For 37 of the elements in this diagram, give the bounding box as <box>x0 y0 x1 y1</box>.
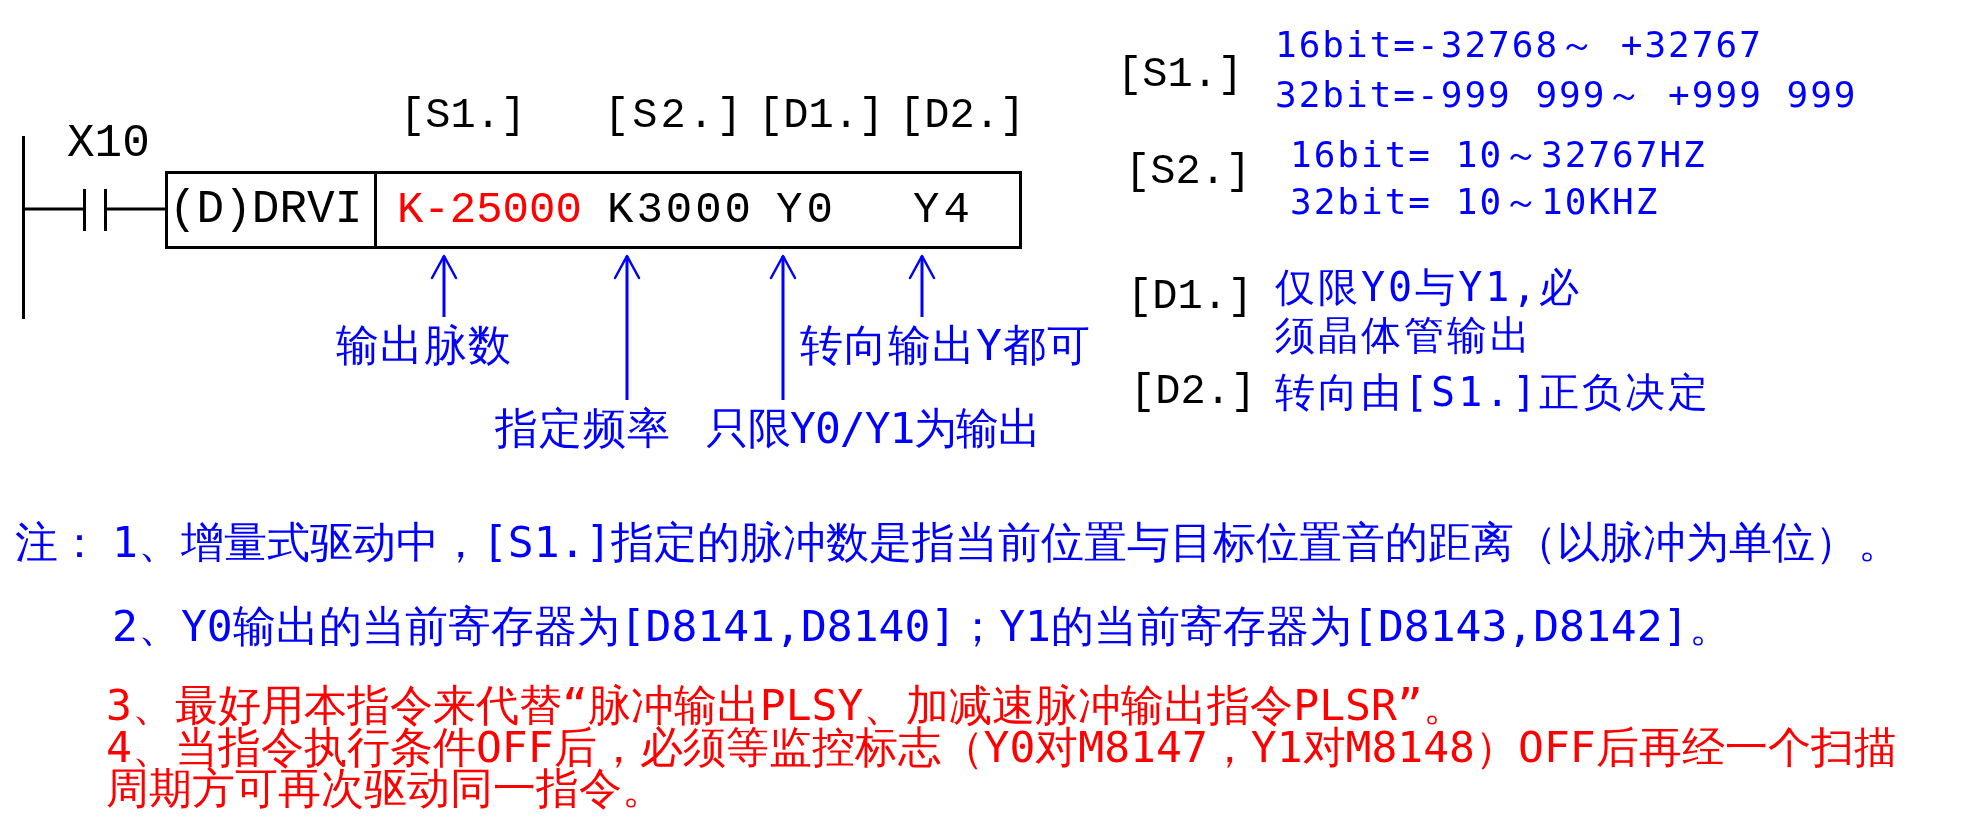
operand-value: Y4 <box>913 174 974 246</box>
instruction-mnemonic: (D)DRVI <box>168 174 377 246</box>
operand-tag: [S1.] <box>400 92 527 140</box>
note-text: 4、当指令执行条件OFF后，必须等监控标志（Y0对M8147，Y1对M8148）OFF后再经一个扫描周期方可再次驱动同一指令。 <box>106 727 1898 809</box>
arrow <box>613 254 641 400</box>
power-rail <box>22 136 25 319</box>
arrow <box>769 254 797 400</box>
contact-label: X10 <box>67 120 150 168</box>
annotation-text: 转向输出Y都可 <box>800 322 1091 368</box>
range-text: 32bit= 10～10KHZ <box>1290 181 1660 223</box>
note-prefix: 注： <box>15 520 101 564</box>
operand-value: Y0 <box>776 174 837 246</box>
note-text: 2、Y0输出的当前寄存器为[D8141,D8140]；Y1的当前寄存器为[D8143,D8142]。 <box>112 604 1732 648</box>
operand-value: K-25000 <box>397 174 582 246</box>
parameter-tag: [S2.] <box>1125 148 1252 196</box>
range-text: 32bit=-999 999～ +999 999 <box>1275 74 1858 116</box>
parameter-tag: [S1.] <box>1117 51 1244 99</box>
annotation-text: 输出脉数 <box>336 322 512 368</box>
instruction-box <box>165 171 1022 249</box>
arrow <box>430 254 458 317</box>
operand-tag: [S2.] <box>604 92 746 140</box>
arrow <box>908 254 936 317</box>
wire <box>107 207 165 211</box>
annotation-text: 指定频率 <box>495 405 671 451</box>
operand-tag: [D1.] <box>758 92 885 140</box>
operand-tag: [D2.] <box>899 92 1026 140</box>
annotation-text: 只限Y0/Y1为输出 <box>706 405 1041 451</box>
range-text: 16bit= 10～32767HZ <box>1290 134 1707 176</box>
operand-value: K3000 <box>607 174 755 246</box>
parameter-tag: [D1.] <box>1127 273 1254 321</box>
range-text: 16bit=-32768～ +32767 <box>1275 24 1763 66</box>
note-text: 1、增量式驱动中，[S1.]指定的脉冲数是指当前位置与目标位置音的距离（以脉冲为单位）。 <box>112 520 1902 564</box>
parameter-note: 仅限Y0与Y1,必须晶体管输出 <box>1275 263 1584 359</box>
parameter-note: 转向由[S1.]正负决定 <box>1275 368 1712 416</box>
wire <box>25 207 83 211</box>
parameter-tag: [D2.] <box>1130 368 1257 416</box>
note-text: 3、最好用本指令来代替“脉冲输出PLSY、加减速脉冲输出指令PLSR”。 <box>106 683 1466 727</box>
